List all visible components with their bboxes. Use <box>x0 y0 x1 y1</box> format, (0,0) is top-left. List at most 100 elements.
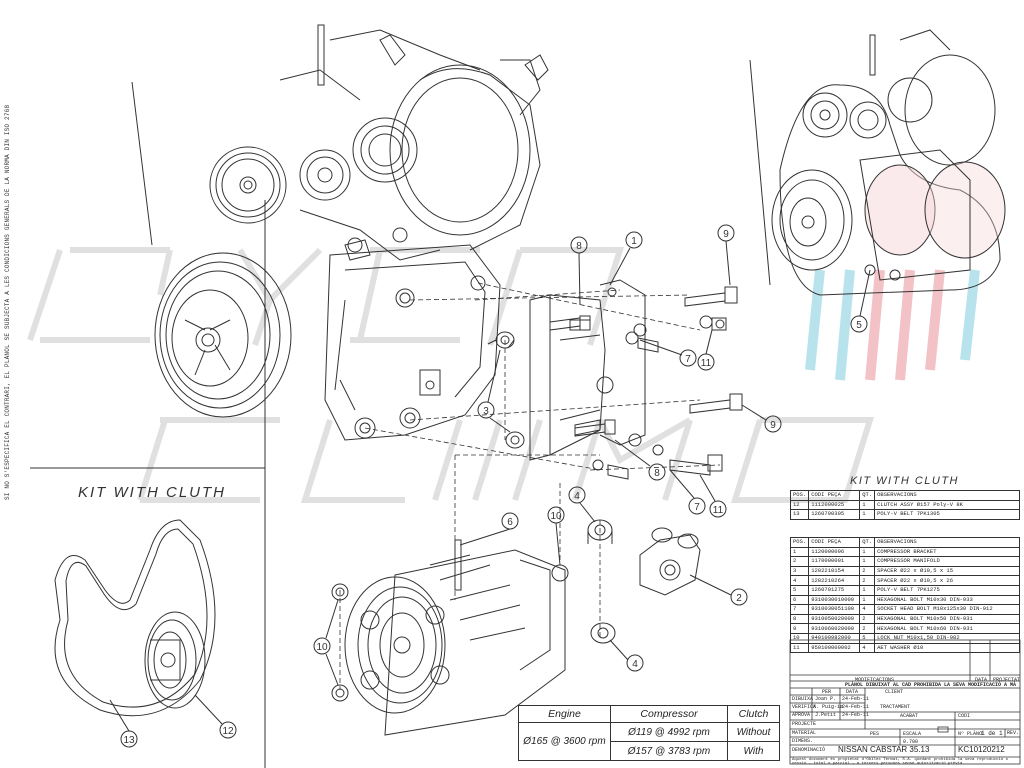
tb-projectat: PROJECTAT <box>993 677 1021 683</box>
cell: HEXAGONAL BOLT M10x50 DIN-931 <box>874 613 1020 625</box>
tb-rev: REV. <box>1007 730 1020 736</box>
tb-aprova-data: 24-Feb-11 <box>842 712 870 718</box>
cell: 2 <box>859 575 876 586</box>
tb-verifica-data: 24-Feb-11 <box>842 704 870 710</box>
tb-material: MATERIAL <box>792 730 817 736</box>
cell: AET WASHER Ø10 <box>874 642 1020 654</box>
tb-dibuixa-data: 24-Feb-11 <box>842 696 870 702</box>
callout-1: 1 <box>631 236 637 247</box>
cell: 1 <box>859 594 876 606</box>
col-pos: POS. <box>789 490 810 501</box>
cell: 1120000096 <box>808 546 861 558</box>
cell: 3 <box>789 565 810 577</box>
kit-left-box <box>30 467 266 768</box>
cell: 1170000001 <box>808 556 861 567</box>
callout-4: 4 <box>574 491 580 502</box>
cell: 9310050020000 <box>808 613 861 625</box>
callout-2: 2 <box>736 593 742 604</box>
tb-projecte: PROJECTE <box>792 721 817 727</box>
cell: CLUTCH ASSY Ø157 Poly-V 8K <box>874 499 1020 511</box>
table-row: 13 1260700305 1 POLY-V BELT 7PK1305 <box>789 509 1020 520</box>
table-row: Ø157 @ 3783 rpm With <box>519 741 780 761</box>
tb-footer: Aquest document és propietat d'Òbilex Te… <box>792 758 1009 766</box>
cell: 1 <box>859 584 876 596</box>
kit-right-title: KIT WITH CLUTH <box>850 475 959 487</box>
cell: With <box>727 741 780 761</box>
cell: 940100982000 <box>808 632 861 644</box>
tb-planol-val: KC10120212 <box>958 745 1005 754</box>
table-header: Engine Compressor Clutch <box>518 705 780 723</box>
callout-12: 12 <box>222 726 234 737</box>
cell: Ø157 @ 3783 rpm <box>610 741 728 761</box>
crank-pulley <box>154 252 292 418</box>
cell: 4 <box>859 642 876 654</box>
tb-col-per: PER <box>822 689 832 695</box>
callout-circles <box>109 224 871 748</box>
cell: POLY-V BELT 7PK1275 <box>874 584 1020 596</box>
tb-full: 1 de 1 <box>981 730 1003 737</box>
cell: SOCKET HEAD BOLT M10x125x30 DIN-912 <box>874 604 1020 615</box>
table-header: POS. CODI PEÇA QT. OBSERVACIONS <box>789 537 1020 548</box>
cell: HEXAGONAL BOLT M10x60 DIN-931 <box>874 623 1020 634</box>
cell: 4 <box>859 604 876 615</box>
tb-notice: PLÀNOL DIBUIXAT AL CAD PROHIBIDA LA SEVA… <box>845 682 1017 688</box>
tb-denominacio-val: NISSAN CABSTAR 35.13 <box>838 745 930 754</box>
cell: Without <box>727 722 780 742</box>
table-row: Ø165 @ 3600 rpm Ø119 @ 4992 rpm Without <box>518 722 780 761</box>
cell: 11 <box>789 642 810 654</box>
cell: LOCK NUT M10x1,50 DIN-982 <box>874 632 1020 644</box>
cell: 8 <box>789 613 810 625</box>
cell: 4 <box>789 575 810 586</box>
tb-verifica: VERIFICA <box>792 704 817 710</box>
cell: 5 <box>859 632 876 644</box>
spec-table: Engine Compressor Clutch Ø165 @ 3600 rpm… <box>518 705 780 761</box>
table-header: POS. CODI PEÇA QT. OBSERVACIONS <box>789 490 1020 501</box>
assembled-view <box>771 29 1006 296</box>
callout-8: 8 <box>576 241 582 252</box>
guide-line <box>131 81 153 246</box>
cell: 6 <box>789 594 810 606</box>
cell: 2 <box>789 556 810 567</box>
cell: 5 <box>789 584 810 596</box>
cell: COMPRESSOR MANIFOLD <box>874 556 1020 567</box>
cell: 12 <box>789 499 810 511</box>
cell: 1 <box>789 546 810 558</box>
tb-verifica-per: X. Puig-iø <box>813 704 844 710</box>
tb-acabat: ACABAT <box>900 713 919 719</box>
cell: 9 <box>789 623 810 634</box>
title-block-frame <box>789 639 1021 765</box>
callout-11: 11 <box>701 358 712 369</box>
callout-10: 10 <box>550 511 562 522</box>
cell: 9310060020000 <box>808 623 861 634</box>
cell: 1 <box>859 556 876 567</box>
kit-left-title: KIT WITH CLUTH <box>78 484 226 501</box>
callout-8b: 8 <box>654 468 660 479</box>
bolt-6-nut-10 <box>331 539 569 702</box>
tb-aprova-per: J.Petit <box>815 712 837 718</box>
col-obs: OBSERVACIONS <box>874 537 1020 548</box>
bolt-8 <box>549 315 616 437</box>
watermark-stripes <box>805 269 980 381</box>
callout-9: 9 <box>723 229 729 240</box>
engine-bracket <box>324 239 501 441</box>
cell: 2 <box>859 613 876 625</box>
spacer-4 <box>587 519 616 644</box>
compressor-manifold <box>639 527 701 596</box>
col-code: CODI PEÇA <box>808 537 861 548</box>
tb-data: DATA <box>975 677 988 683</box>
kit-table: POS. CODI PEÇA QT. OBSERVACIONS 12 11120… <box>789 490 1020 520</box>
cell: 1 <box>859 499 876 511</box>
tb-planol-n: Nº PLÀNOL <box>958 731 986 737</box>
cell: 7 <box>789 604 810 615</box>
compressor <box>344 549 566 736</box>
